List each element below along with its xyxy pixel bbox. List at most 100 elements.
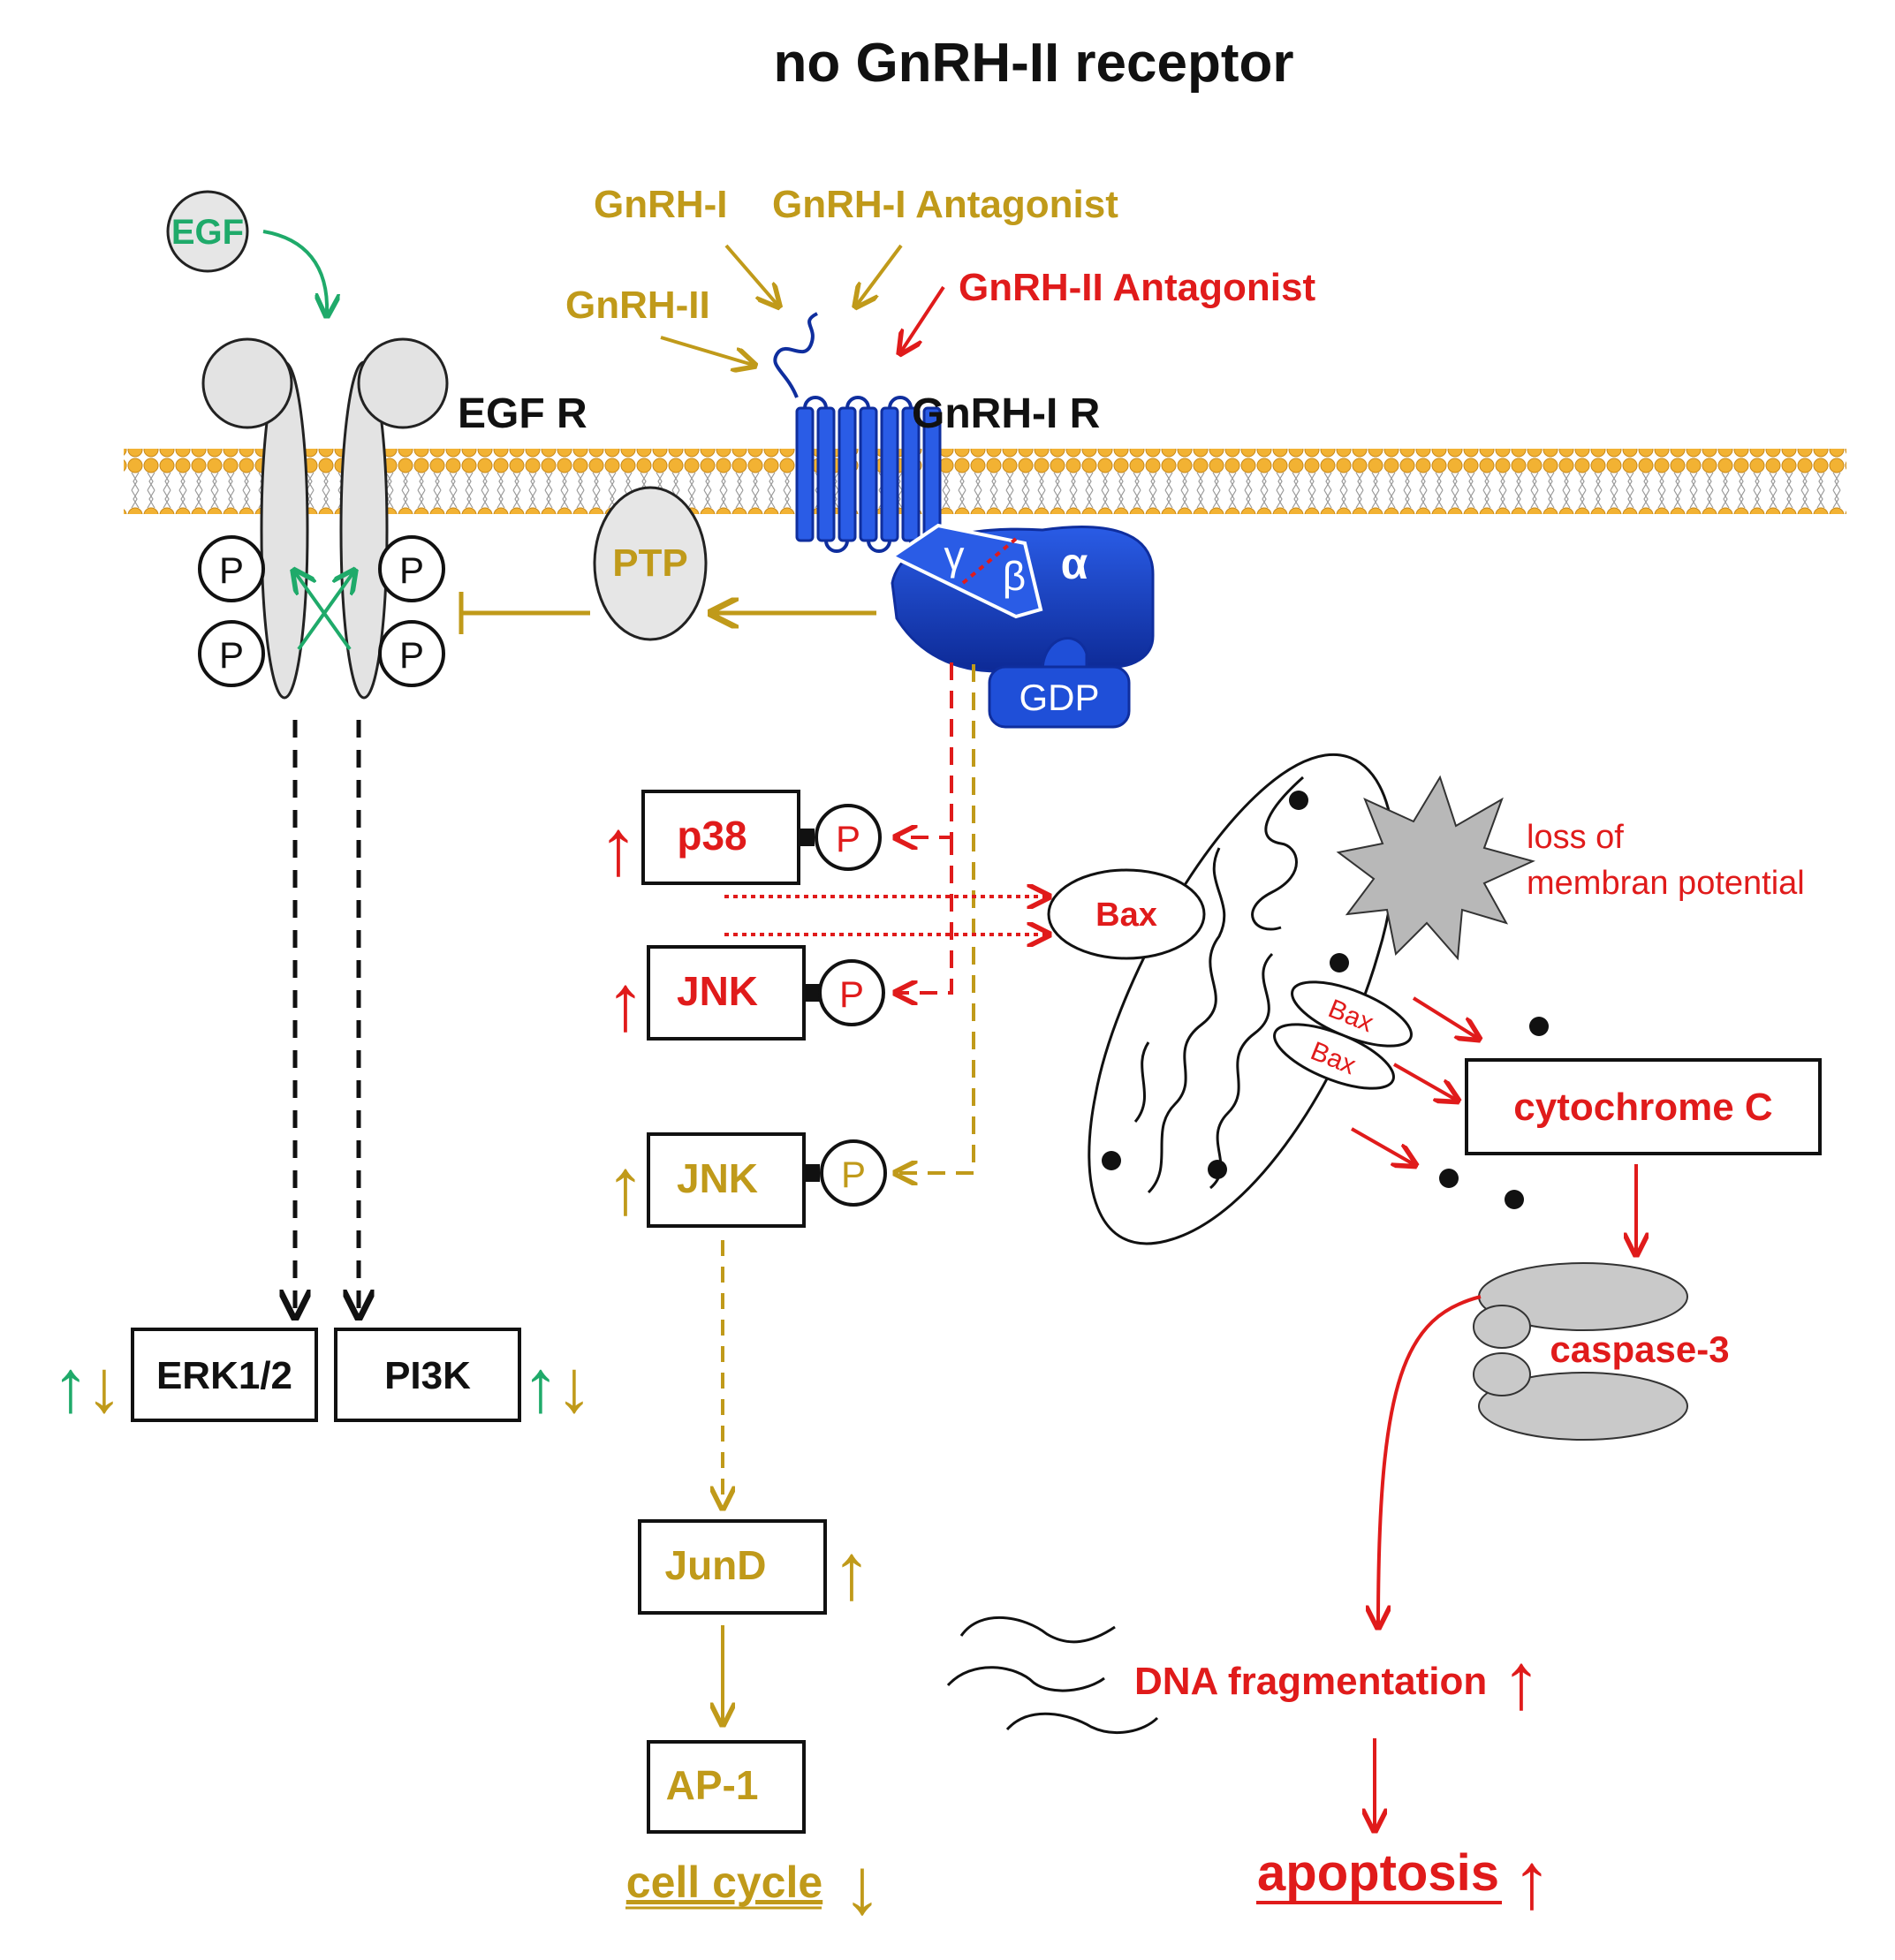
dna-fragmentation-label: DNA fragmentation xyxy=(1134,1660,1487,1703)
gprotein-to-p38-arrow xyxy=(898,662,953,837)
jnk-gold-phospho-label: P xyxy=(841,1154,866,1195)
egfr-label: EGF R xyxy=(458,390,587,437)
bax-outer-label: Bax xyxy=(1095,897,1157,934)
cytochrome-box xyxy=(1465,1058,1822,1155)
egfr-left-head xyxy=(201,337,293,429)
beta-gamma-divider xyxy=(961,537,1018,585)
cell-membrane xyxy=(124,449,1846,514)
phospho-site-egfr-left-bottom: P xyxy=(198,620,265,687)
pi3k-down-arrow: ↓ xyxy=(556,1344,593,1427)
p38-phospho-label: P xyxy=(836,818,860,859)
erk-box xyxy=(131,1328,318,1422)
mapk-branch: p38 P ↑ JNK P ↑ JNK P ↑ JunD ↑ AP-1 cell… xyxy=(599,662,1048,1931)
erk-label: ERK1/2 xyxy=(156,1354,292,1397)
egfr-right-head xyxy=(357,337,449,429)
pi3k-box xyxy=(334,1328,521,1422)
egf-binding-arrow xyxy=(262,230,327,314)
erk-down-arrow: ↓ xyxy=(86,1344,123,1427)
ap1-box xyxy=(647,1740,806,1834)
caspase-to-dna-arrow xyxy=(1378,1295,1482,1625)
jnk-gold-up-arrow: ↑ xyxy=(606,1143,646,1231)
gnrh2-antagonist-label: GnRH-II Antagonist xyxy=(959,266,1315,309)
phospho-site-egfr-right-top: P xyxy=(378,535,445,602)
jnk-gold-label: JNK xyxy=(677,1155,758,1201)
egf-receptor-group: EGF EGF R P P P P ERK1/2 P xyxy=(52,190,593,1427)
jnk-red-label: JNK xyxy=(677,968,758,1014)
cytochrome-label: cytochrome C xyxy=(1513,1086,1772,1129)
phospho-label: P xyxy=(399,549,424,591)
egf-ligand xyxy=(166,190,249,273)
pi3k-label: PI3K xyxy=(384,1354,471,1397)
jnk-gold-phospho xyxy=(820,1139,887,1207)
gnrh1-arrow xyxy=(724,244,777,305)
jund-up-arrow: ↑ xyxy=(832,1528,872,1616)
gnrh1-receptor: GnRH-I R xyxy=(773,312,1100,553)
phospho-site-egfr-right-bottom: P xyxy=(378,620,445,687)
mito-release-arrow-3 xyxy=(1351,1127,1414,1164)
ptp-label: PTP xyxy=(612,541,688,585)
gamma-label: γ xyxy=(944,533,965,579)
dna-up-arrow: ↑ xyxy=(1502,1638,1542,1726)
mito-release-arrow-1 xyxy=(1412,996,1477,1038)
ptp-group: PTP xyxy=(459,486,876,641)
loss-label-line1: loss of xyxy=(1527,819,1624,856)
jnk-gold-box xyxy=(647,1132,806,1228)
beta-label: β xyxy=(1003,553,1026,599)
autophos-arrow-1 xyxy=(297,572,353,651)
jund-box xyxy=(638,1519,827,1615)
apoptosis-up-arrow: ↑ xyxy=(1512,1837,1552,1926)
gnrh1-antagonist-arrow xyxy=(857,244,903,305)
alpha-label: α xyxy=(1061,539,1088,588)
pi3k-up-arrow: ↑ xyxy=(522,1344,559,1427)
phospho-label: P xyxy=(399,634,424,676)
p38-up-arrow: ↑ xyxy=(599,804,639,892)
cell-cycle-label: cell cycle xyxy=(626,1858,822,1907)
gprotein-to-jnk-red-arrow xyxy=(898,837,953,993)
mito-starburst xyxy=(1336,775,1535,961)
ap1-label: AP-1 xyxy=(666,1762,759,1808)
gnrh-ligands: GnRH-I GnRH-I Antagonist GnRH-II GnRH-II… xyxy=(565,183,1315,365)
gnrh2-antagonist-arrow xyxy=(901,285,945,352)
dna-strand-3 xyxy=(1005,1712,1159,1734)
membrane-potential-burst xyxy=(1336,775,1535,961)
mito-release-arrow-2 xyxy=(1393,1063,1456,1100)
phospho-site-egfr-left-top: P xyxy=(198,535,265,602)
mitochondrion: loss of membran potential Bax Bax Bax xyxy=(1047,753,1805,1245)
loss-label-line2: membran potential xyxy=(1527,865,1805,902)
mito-cristae xyxy=(1133,776,1304,1194)
diagram-title: no GnRH-II receptor xyxy=(773,33,1293,94)
phospho-label: P xyxy=(219,549,244,591)
autophos-arrow-2 xyxy=(295,572,352,651)
jnk-gold-link xyxy=(804,1164,820,1182)
egf-label: EGF xyxy=(171,213,244,252)
gprotein-to-jnk-gold-arrow xyxy=(898,664,975,1173)
jnk-red-phospho xyxy=(818,959,885,1026)
jnk-red-up-arrow: ↑ xyxy=(606,959,646,1048)
ptp-node xyxy=(593,486,708,641)
jund-label: JunD xyxy=(665,1542,767,1588)
apoptosis-cascade: cytochrome C caspase-3 DNA fragmentation… xyxy=(946,1058,1822,1926)
receptor-n-terminus xyxy=(773,312,818,398)
gnrh1-label: GnRH-I xyxy=(594,183,728,226)
gdp-pocket xyxy=(1041,637,1088,672)
p38-link xyxy=(799,829,815,846)
bax-outer xyxy=(1047,868,1206,960)
jnk-red-phospho-label: P xyxy=(839,973,864,1015)
g-protein: γ β α GDP xyxy=(889,523,1155,729)
cytochrome-dots xyxy=(1102,791,1549,1209)
gdp-molecule xyxy=(988,665,1131,729)
caspase-complex xyxy=(1473,1262,1688,1441)
p38-box xyxy=(641,790,800,885)
apoptosis-label: apoptosis xyxy=(1257,1844,1499,1902)
bax-inner-2: Bax xyxy=(1273,1023,1395,1090)
gnrh2-label: GnRH-II xyxy=(565,284,710,327)
p38-label: p38 xyxy=(677,813,747,859)
gnrh1r-label: GnRH-I R xyxy=(912,390,1100,437)
gdp-label: GDP xyxy=(1019,677,1099,718)
erk-up-arrow: ↑ xyxy=(52,1344,89,1427)
gnrh2-arrow xyxy=(660,336,753,365)
receptor-loops xyxy=(803,396,934,553)
caspase-label: caspase-3 xyxy=(1550,1328,1729,1370)
